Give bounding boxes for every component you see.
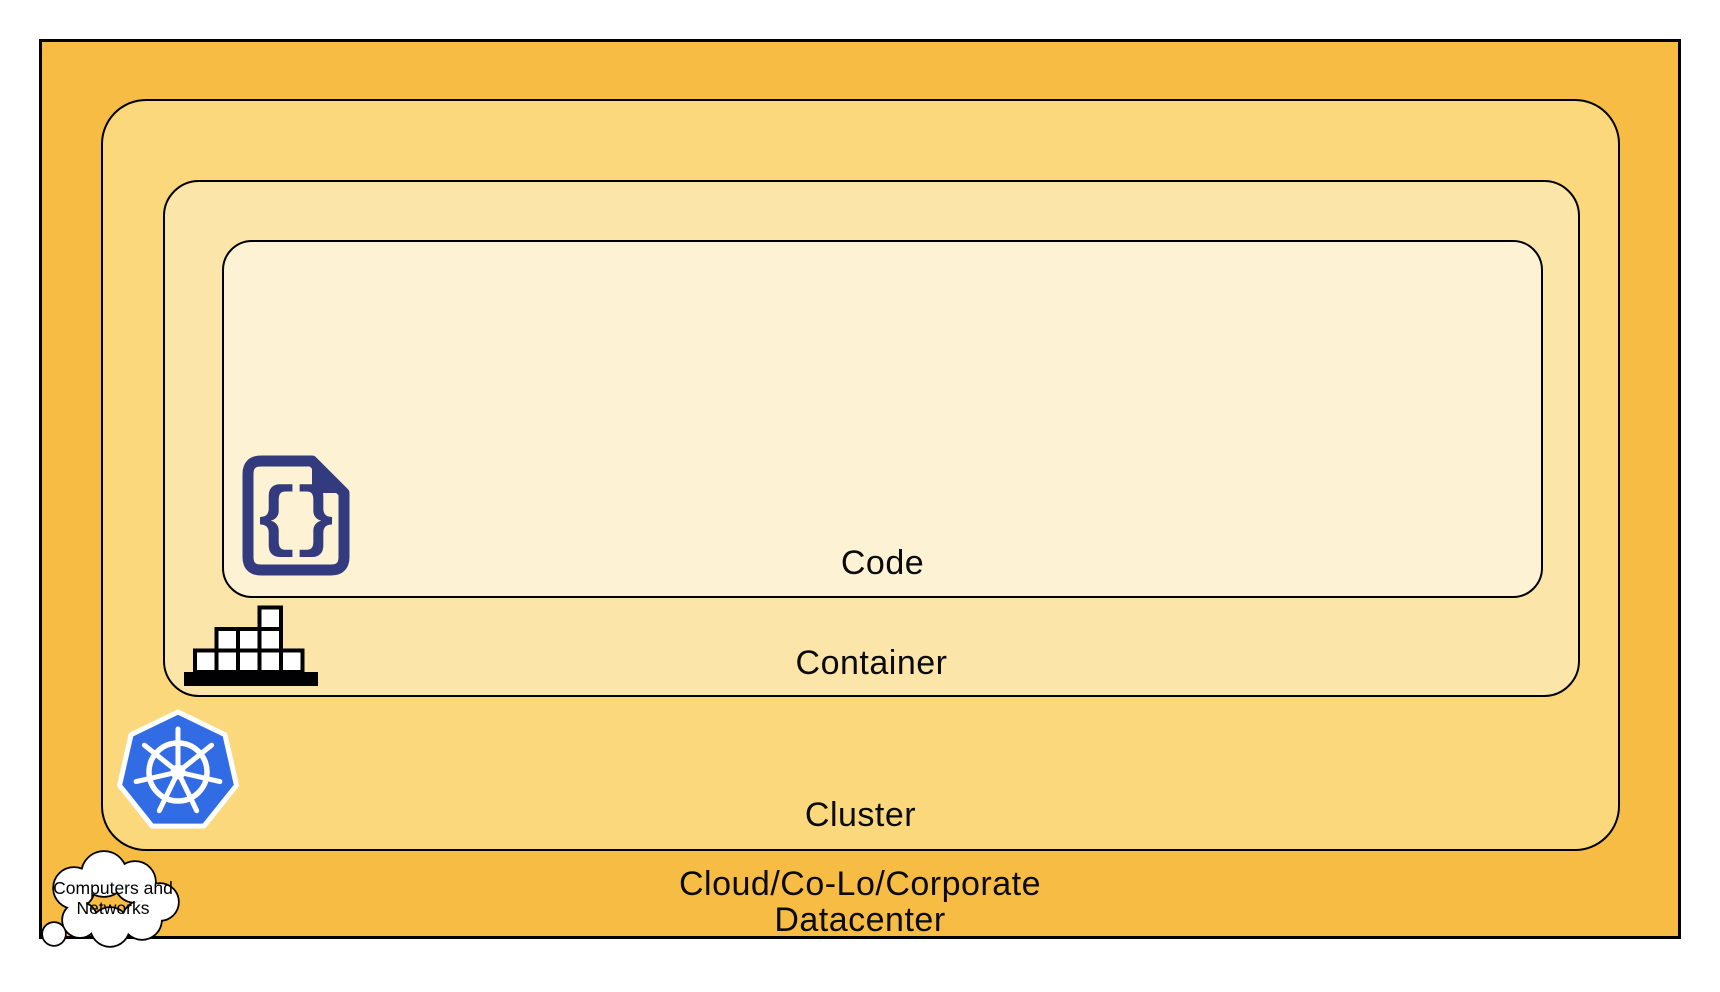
container-bricks [193, 605, 305, 674]
cloud-icon-text-line2: Networks [77, 898, 150, 918]
cloud-datacenter-label: Cloud/Co-Lo/Corporate Datacenter [39, 866, 1681, 938]
kubernetes-wheel-hub [170, 764, 186, 780]
cloud-label-line1: Cloud/Co-Lo/Corporate [678, 865, 1042, 903]
container-blocks-icon [184, 605, 318, 686]
cloud-body [43, 852, 178, 946]
kubernetes-wheel-rim [146, 740, 210, 804]
kubernetes-icon [117, 709, 239, 829]
code-file-folded-corner [312, 461, 344, 493]
layer-code [222, 240, 1543, 598]
cloud-network-icon: Computers and Networks [41, 850, 180, 948]
cloud-icon-text-line1: Computers and [53, 878, 173, 898]
code-label: Code [840, 544, 925, 582]
cluster-label: Cluster [804, 796, 917, 834]
code-file-icon: { } [242, 455, 350, 576]
container-base-bar [184, 672, 318, 686]
code-right-brace: } [293, 477, 340, 565]
container-label: Container [795, 644, 948, 682]
code-file-outline [242, 455, 350, 576]
code-left-brace: { [253, 477, 300, 565]
cloud-label-line2: Datacenter [774, 901, 946, 939]
